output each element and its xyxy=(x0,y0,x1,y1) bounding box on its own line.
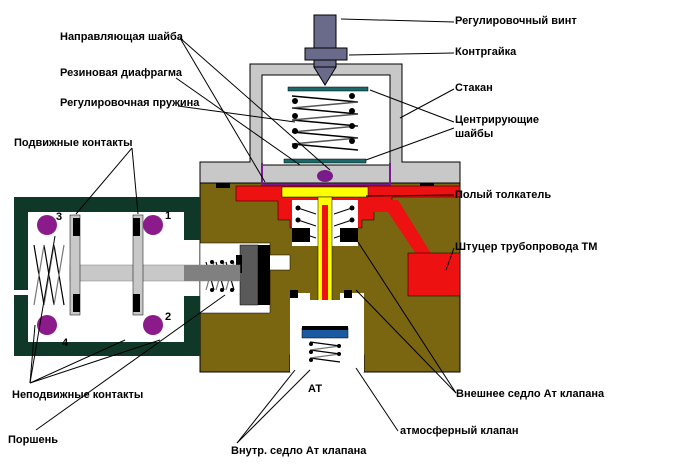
outer-seat-right xyxy=(344,290,352,298)
at-outlet-right xyxy=(340,365,352,372)
label-adjusting-screw: Регулировочный винт xyxy=(455,15,577,27)
tm-channel xyxy=(372,200,432,260)
label-centering-washers-1: Центрирующие xyxy=(455,114,540,126)
label-inner-seat: Внутр. седло Ат клапана xyxy=(231,445,367,457)
switch-springs xyxy=(33,244,65,306)
seal-left xyxy=(216,183,230,188)
piston-cap xyxy=(236,255,242,273)
contact-number-3: 3 xyxy=(56,211,62,223)
label-movable-contacts: Подвижные контакты xyxy=(14,137,133,149)
label-piston: Поршень xyxy=(8,434,59,446)
contact-number-2: 2 xyxy=(165,311,171,323)
movable-contact-right xyxy=(132,214,144,316)
label-tm-fitting: Штуцер трубопровода ТМ xyxy=(455,241,598,253)
label-outer-seat: Внешнее седло Ат клапана xyxy=(456,388,605,400)
seal-cavity-right xyxy=(340,228,358,242)
contact-number-4: 4 xyxy=(62,337,69,349)
label-centering-washers-2: шайбы xyxy=(455,128,494,140)
upper-centering-washer xyxy=(287,86,369,92)
pusher-bore xyxy=(322,205,328,323)
at-port-label: АТ xyxy=(308,383,322,395)
seal-right xyxy=(420,183,434,188)
outer-seat-left xyxy=(290,290,298,298)
tm-fitting xyxy=(407,252,461,297)
fixed-contact-2 xyxy=(143,315,163,335)
plunger-rod-end xyxy=(184,265,240,281)
spring-coils-right xyxy=(349,93,355,144)
locknut xyxy=(304,47,348,61)
label-cup: Стакан xyxy=(455,82,493,94)
atmospheric-valve-top xyxy=(302,326,348,330)
label-hollow-pusher: Полый толкатель xyxy=(455,189,552,201)
fixed-contact-1 xyxy=(143,215,163,235)
label-guide-washer: Направляющая шайба xyxy=(60,31,183,43)
label-adjusting-spring: Регулировочная пружина xyxy=(60,97,200,109)
switch-housing xyxy=(14,197,200,290)
at-valve-spring xyxy=(309,341,341,363)
guide-washer-button xyxy=(317,170,333,182)
lower-centering-washer xyxy=(283,158,367,164)
rubber-diaphragm xyxy=(261,163,391,186)
piston xyxy=(239,244,259,306)
seal-cavity-left xyxy=(292,228,310,242)
fixed-contact-3 xyxy=(37,215,57,235)
fixed-contact-4 xyxy=(37,315,57,335)
label-atmospheric-valve: атмосферный клапан xyxy=(400,425,519,437)
adjusting-screw-tip xyxy=(313,66,337,86)
label-rubber-diaphragm: Резиновая диафрагма xyxy=(60,67,182,79)
leader-lines xyxy=(29,18,457,444)
movable-contact-left xyxy=(69,214,81,316)
adjusting-spring xyxy=(291,95,359,151)
piston-seal xyxy=(258,245,270,305)
label-locknut: Контргайка xyxy=(455,46,517,58)
label-fixed-contacts: Неподвижные контакты xyxy=(12,389,144,401)
spring-coils-left xyxy=(292,98,298,149)
contact-number-1: 1 xyxy=(165,210,171,222)
at-outlet-left xyxy=(300,365,312,372)
pusher-head xyxy=(281,186,369,198)
